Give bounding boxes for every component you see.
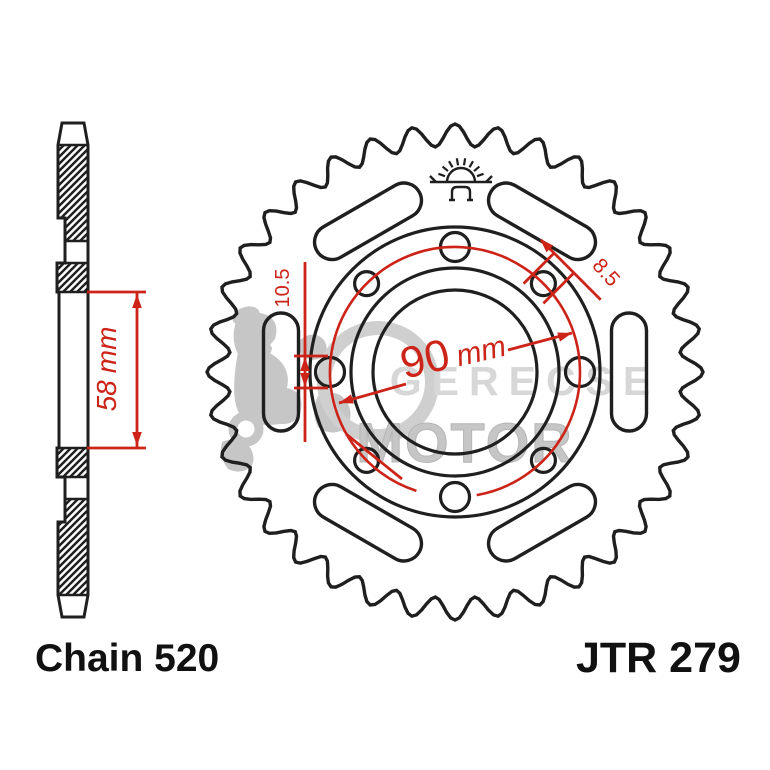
hub-outer-circle [308, 225, 602, 519]
hole-centerline-mark [345, 432, 403, 481]
bolt-hole-small [529, 270, 558, 298]
sun-ray [476, 172, 484, 178]
hatch-lines [58, 499, 88, 595]
lightening-slot [486, 482, 598, 563]
part-number-label: JTR 279 [576, 634, 741, 682]
sun-ray [441, 165, 449, 172]
dimension-arrowhead [300, 373, 310, 387]
large-hole-dimension-label: 10.5 [272, 269, 294, 308]
dimension-arrows [132, 239, 572, 446]
lightening-slot [609, 311, 649, 433]
dimension-10-5: 10.5 [272, 262, 328, 442]
hub-inner-circle [349, 266, 561, 478]
hub-width-dimension-label: 58mm [91, 327, 122, 412]
sun-ray [438, 172, 446, 178]
watermark-text-motor: MOTOR [356, 411, 573, 474]
dimension-arrowhead [339, 394, 354, 404]
lightening-slot [261, 311, 301, 433]
center-bore-circle [371, 288, 539, 456]
dimension-arrowhead [300, 357, 310, 371]
dimension-arrowhead [132, 432, 142, 446]
bolt-hole-large [438, 480, 472, 514]
bolt-circle-red [328, 245, 582, 497]
lightening-slot [312, 181, 424, 262]
bolt-hole-small [353, 270, 381, 298]
lightening-slots [261, 181, 649, 563]
chain-size-label: Chain 520 [35, 637, 219, 680]
dimension-arrowhead [557, 332, 572, 342]
dimension-arrowhead [540, 239, 554, 253]
hatch-lines [57, 448, 88, 477]
hatch-lines [57, 263, 88, 292]
lightening-slot [312, 482, 424, 563]
watermark-text-gerecse: GERECSE [390, 358, 661, 404]
lightening-slot [486, 181, 598, 262]
jt-rising-sun-logo-icon [429, 158, 493, 202]
side-view: 58mm [55, 121, 146, 619]
watermark-cutout [270, 334, 288, 356]
sun-ray [455, 158, 460, 166]
sun-ray [468, 160, 474, 168]
sun-ray [462, 158, 467, 166]
dimension-arrowhead [132, 294, 142, 308]
section-hatching [57, 145, 88, 595]
watermark-ring [317, 321, 439, 443]
small-hole-dimension-label: 8.5 [588, 254, 625, 291]
sun-ray [473, 165, 481, 172]
watermark: GERECSE MOTOR [220, 306, 661, 475]
sun-ray [448, 160, 454, 168]
hatch-lines [58, 145, 88, 241]
bolt-hole-small [529, 446, 558, 474]
dimension-58mm: 58mm [87, 290, 146, 450]
sprocket-teeth-outline [205, 122, 705, 622]
front-view: 90mm 10.5 8.5 [205, 122, 705, 622]
